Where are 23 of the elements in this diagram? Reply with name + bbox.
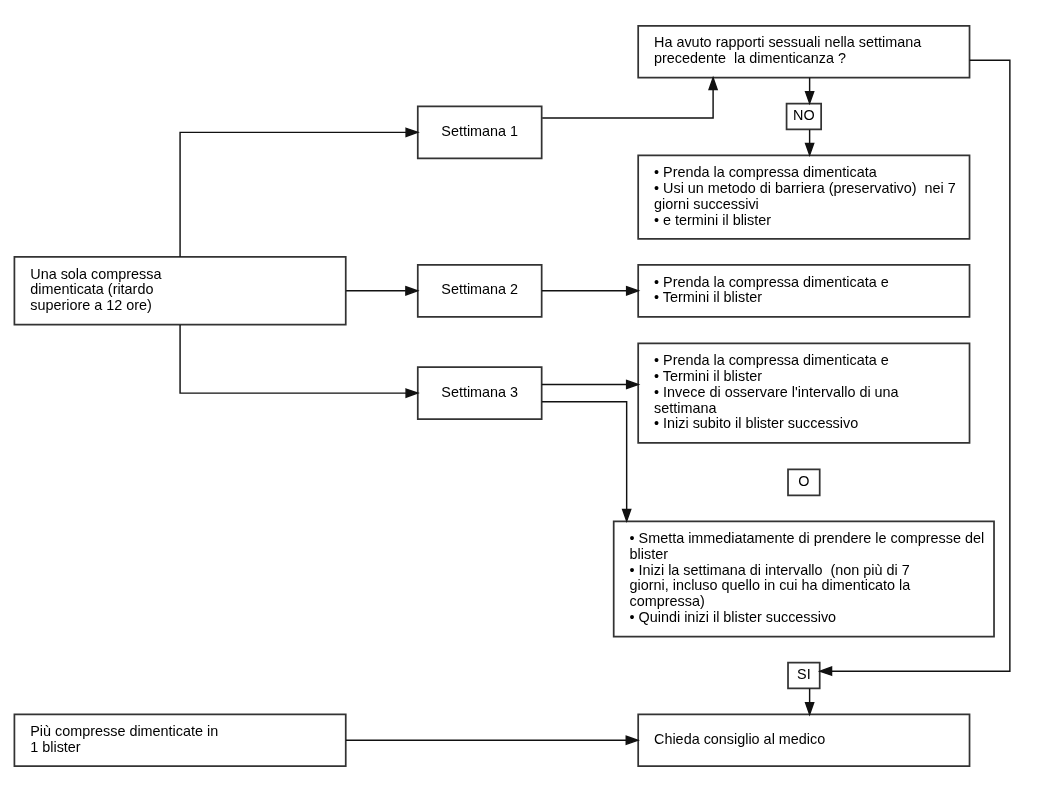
node-box: • Prenda la compressa dimenticata e • Termini il blister • Invece di osservare l'intervallo di una settimana • Inizi subito il blister successivo [637, 342, 971, 444]
arrow [179, 323, 420, 398]
node-box: Chieda consiglio al medico [637, 713, 971, 767]
node-box: Settimana 1 [416, 105, 543, 159]
arrow [541, 378, 641, 390]
arrow [541, 285, 641, 296]
node-box: Ha avuto rapporti sessuali nella settimana precedente la dimenticanza ? [637, 24, 971, 78]
node-box: Settimana 3 [416, 365, 543, 420]
node-box: Una sola compressa dimenticata (ritardo superiore a 12 ore) [13, 255, 347, 326]
node-box: Più compresse dimenticate in 1 blister [13, 713, 347, 767]
node-box: • Prenda la compressa dimenticata e • Termini il blister [637, 263, 971, 318]
arrow [345, 734, 640, 745]
node-box: NO [785, 102, 822, 130]
node-box: SI [787, 661, 821, 689]
arrow [179, 126, 420, 258]
arrow [345, 285, 420, 296]
node-box: • Smetta immediatamente di prendere le compresse del blister • Inizi la settimana di intervallo (non più di 7 giorni, incluso quello in cui ha dimenticato la compressa) • Quindi inizi il blister successivo [612, 519, 995, 637]
node-box: O [787, 468, 821, 496]
arrow [541, 400, 632, 523]
node-box: Settimana 2 [416, 263, 543, 318]
node-box: • Prenda la compressa dimenticata • Usi un metodo di barriera (preservativo) nei 7 giorni successivi • e termini il blister [637, 154, 971, 240]
arrow [817, 59, 1011, 676]
arrow [541, 75, 719, 119]
